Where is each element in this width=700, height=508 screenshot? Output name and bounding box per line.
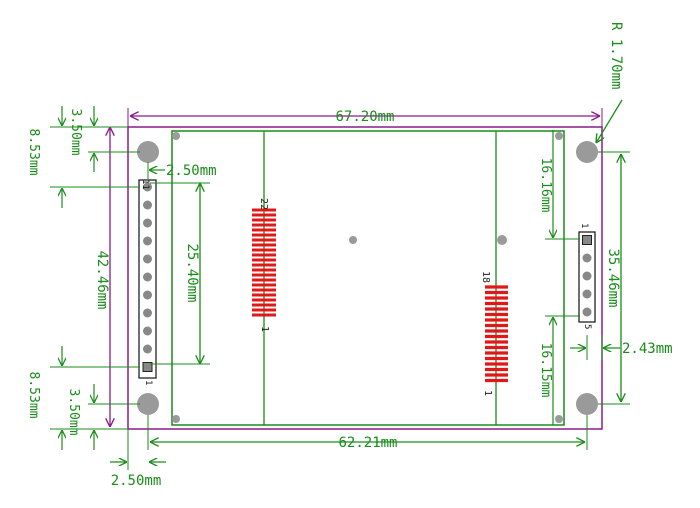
right-header-pins (582, 235, 592, 317)
dim-left-top-margin: 8.53mm (26, 129, 41, 176)
dim-leader-radius (596, 99, 623, 143)
left-header-pin (143, 200, 152, 210)
right-header-pin (582, 271, 592, 281)
dim-left-bottom-margin: 8.53mm (26, 372, 41, 419)
dim-board-width: 67.20mm (335, 109, 394, 125)
left-header-pin-square (142, 362, 153, 372)
left-header-pin (143, 218, 152, 228)
corner-dot (172, 132, 180, 140)
fpc-left-bottom-label: 1 (259, 326, 270, 332)
dim-right-hole-spacing: 35.46mm (605, 248, 621, 307)
left-header-pin-1: 1 (143, 380, 153, 385)
mounting-hole-bottom-right (576, 393, 598, 415)
mounting-hole-bottom-left (137, 393, 159, 415)
fpc-pads-left (252, 208, 276, 317)
right-header-pin-1: 1 (579, 223, 589, 228)
left-header-pin (143, 290, 152, 300)
left-header-pin (143, 326, 152, 336)
dim-left-top-hole-y: 3.50mm (68, 109, 83, 156)
left-header-pin (143, 344, 152, 354)
dim-right-bottom-offset: 16.15mm (538, 343, 553, 398)
fpc-pads-right (485, 285, 508, 383)
fpc-right-bottom-label: 1 (482, 390, 493, 396)
dim-left-hole-spacing: 42.46mm (94, 250, 110, 309)
dim-hole-spacing-x: 62.21mm (338, 435, 397, 451)
fpc-right-top-label: 18 (480, 271, 491, 283)
dim-hole-radius: R 1.70mm (608, 22, 624, 89)
display-area (171, 130, 565, 426)
dim-right-top-offset: 16.16mm (538, 158, 553, 213)
left-header-pin (143, 254, 152, 264)
right-header-pin (582, 307, 592, 317)
dim-left-bottom-hole-y: 3.50mm (66, 389, 81, 436)
dim-header-length: 25.40mm (184, 243, 200, 302)
left-header-pins (142, 182, 153, 372)
right-header-pin-square (582, 235, 592, 245)
center-dot (349, 236, 357, 244)
dim-left-hole-x-bottom: 2.50mm (111, 473, 162, 489)
left-header-pin (143, 236, 152, 246)
dim-left-hole-x-top: 2.50mm (166, 163, 217, 179)
mounting-hole-top-left (137, 141, 159, 163)
corner-dot (555, 132, 563, 140)
right-header-pin-5: 5 (582, 324, 592, 329)
center-dot (497, 235, 507, 245)
dim-right-hole-x: 2.43mm (622, 341, 673, 357)
corner-dot (172, 415, 180, 423)
left-header-pin (143, 272, 152, 282)
right-header-pin (582, 289, 592, 299)
left-header-pin-11: 11 (140, 179, 150, 190)
right-pin-header (578, 231, 596, 323)
left-header-pin (143, 308, 152, 318)
left-header-pin (143, 182, 152, 192)
corner-dot (555, 415, 563, 423)
right-header-pin (582, 253, 592, 263)
mounting-hole-top-right (576, 141, 598, 163)
board-outline (127, 126, 603, 430)
fpc-left-top-label: 22 (258, 198, 269, 210)
